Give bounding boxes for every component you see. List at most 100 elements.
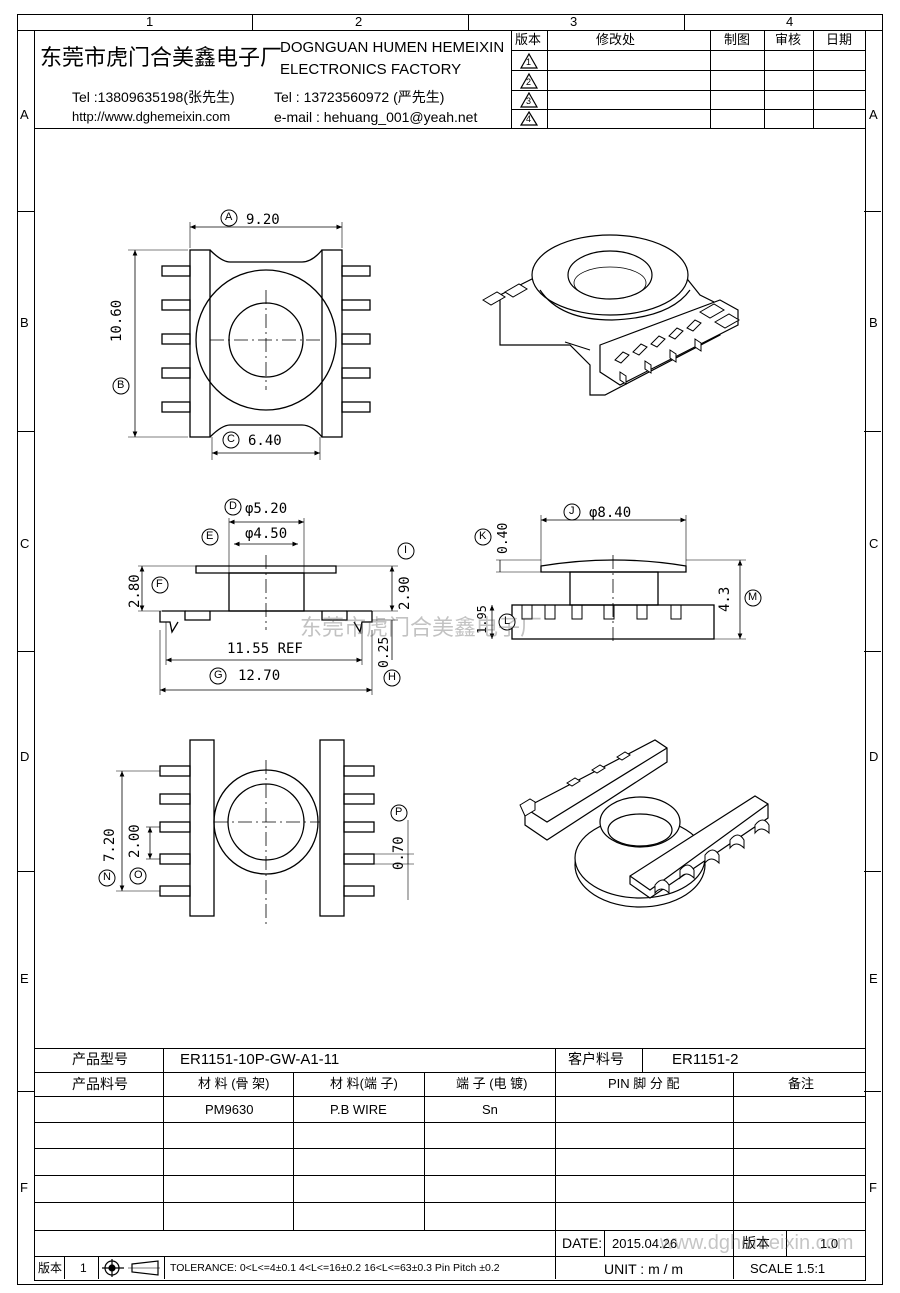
customer-pn-label: 客户料号 [568, 1051, 624, 1067]
rev-triangle-1 [519, 52, 539, 69]
material-pin-value: P.B WIRE [330, 1102, 387, 1117]
unit-text: UNIT : m / m [604, 1261, 684, 1277]
dim-o: 2.00 [127, 824, 143, 858]
url-watermark: www.dghemeixin.com [660, 1232, 854, 1254]
ref-letter-n: N [103, 871, 111, 883]
col-label-4: 4 [786, 14, 794, 29]
material-bobbin-value: PM9630 [205, 1102, 254, 1117]
iso-view-bottom [519, 739, 770, 908]
rev-triangle-2 [519, 72, 539, 89]
rev-header-version: 版本 [515, 32, 542, 47]
rev-header-date: 日期 [826, 32, 853, 47]
row-label-a-left: A [20, 107, 29, 122]
row-label-b-right: B [869, 315, 878, 330]
pin-assign-label: PIN 脚 分 配 [608, 1076, 680, 1091]
company-name-cn: 东莞市虎门合美鑫电子厂 [40, 46, 283, 71]
dim-j: φ8.40 [589, 505, 632, 521]
top-view [128, 222, 371, 460]
website-link[interactable]: http://www.dghemeixin.com [72, 109, 231, 124]
ref-letter-e: E [206, 530, 214, 542]
ref-letter-l: L [504, 615, 511, 627]
outer-frame [17, 14, 883, 1285]
date-label: DATE: [562, 1235, 603, 1251]
ref-letter-h: H [388, 671, 396, 683]
col-label-1: 1 [146, 14, 154, 29]
tolerance-text: TOLERANCE: 0<L<=4±0.1 4<L<=16±0.2 16<L<=… [170, 1262, 500, 1274]
front-view [138, 518, 398, 695]
plating-label: 端 子 (电 镀) [456, 1076, 528, 1091]
company-name-en-1: DOGNGUAN HUMEN HEMEIXIN [280, 39, 505, 56]
row-label-d-left: D [20, 749, 30, 764]
tel-1: Tel :13809635198(张先生) [72, 89, 235, 105]
dim-e: φ4.50 [245, 526, 288, 542]
bottom-view [116, 739, 414, 925]
ref-letter-f: F [156, 578, 163, 590]
ref-letter-k: K [479, 530, 487, 542]
dim-m: 4.3 [717, 586, 733, 612]
row-label-e-right: E [869, 971, 878, 986]
email-link[interactable]: e-mail : hehuang_001@yeah.net [274, 109, 478, 125]
ref-letter-g: G [214, 669, 223, 681]
tel-2: Tel : 13723560972 (严先生) [274, 89, 445, 105]
product-model-label: 产品型号 [72, 1051, 128, 1067]
plating-value: Sn [482, 1102, 498, 1117]
rev-header-drawn: 制图 [724, 32, 751, 47]
ref-letter-o: O [134, 869, 143, 881]
rev-label: 版本 [38, 1261, 63, 1275]
material-bobbin-label: 材 料 (骨 架) [198, 1076, 270, 1091]
product-model-value: ER1151-10P-GW-A1-11 [180, 1051, 340, 1068]
date-value: 2015.04.26 [612, 1236, 678, 1251]
ref-letter-b: B [117, 379, 125, 391]
row-label-e-left: E [20, 971, 29, 986]
dim-a: 9.20 [246, 212, 280, 228]
col-label-2: 2 [355, 14, 363, 29]
dim-n: 7.20 [102, 828, 118, 862]
row-label-d-right: D [869, 749, 879, 764]
customer-pn-value: ER1151-2 [672, 1051, 739, 1068]
ref-letter-i: I [404, 544, 408, 556]
projection-symbol-icon [102, 1259, 160, 1277]
rev-value: 1 [80, 1261, 87, 1275]
dim-b: 10.60 [109, 299, 125, 342]
remark-label: 备注 [788, 1076, 815, 1091]
material-pin-label: 材 料(端 子) [330, 1076, 398, 1091]
ref-letter-c: C [227, 433, 235, 445]
row-label-a-right: A [869, 107, 878, 122]
reference-letters [98, 209, 762, 887]
row-label-c-right: C [869, 536, 879, 551]
dim-g: 12.70 [238, 668, 281, 684]
ref-letter-d: D [229, 500, 237, 512]
row-label-f-left: F [20, 1180, 28, 1195]
rev-header-change: 修改处 [596, 32, 636, 47]
rev-triangle-3 [519, 91, 539, 108]
rev-triangle-4 [519, 110, 539, 126]
version-label: 版本 [742, 1235, 770, 1251]
version-value: 1.0 [820, 1236, 839, 1251]
dim-f: 2.80 [127, 574, 143, 608]
dim-i: 2.90 [397, 576, 413, 610]
dim-k: 0.40 [496, 522, 511, 554]
ref-letter-m: M [748, 591, 758, 603]
revision-triangles [519, 52, 539, 126]
rev-number-2: 2 [526, 77, 532, 87]
row-label-f-right: F [869, 1180, 877, 1195]
product-pn-label: 产品料号 [72, 1076, 128, 1092]
rev-number-1: 1 [526, 57, 532, 67]
dim-d: φ5.20 [245, 501, 288, 517]
dim-p: 0.70 [391, 836, 407, 870]
iso-view-top [482, 234, 740, 396]
rev-header-check: 审核 [775, 32, 802, 47]
row-label-b-left: B [20, 315, 29, 330]
ref-letter-j: J [569, 505, 575, 517]
rev-number-3: 3 [526, 96, 532, 106]
dim-h: 0.25 [377, 636, 392, 668]
drawing-watermark: 东莞市虎门合美鑫电子厂 [300, 616, 543, 641]
col-label-3: 3 [570, 14, 578, 29]
scale-text: SCALE 1.5:1 [750, 1261, 826, 1276]
company-name-en-2: ELECTRONICS FACTORY [280, 61, 462, 78]
ref-letter-p: P [395, 806, 403, 818]
dim-ref: 11.55 REF [227, 641, 303, 657]
rev-number-4: 4 [526, 114, 532, 124]
ref-letter-a: A [225, 211, 233, 223]
row-label-c-left: C [20, 536, 30, 551]
